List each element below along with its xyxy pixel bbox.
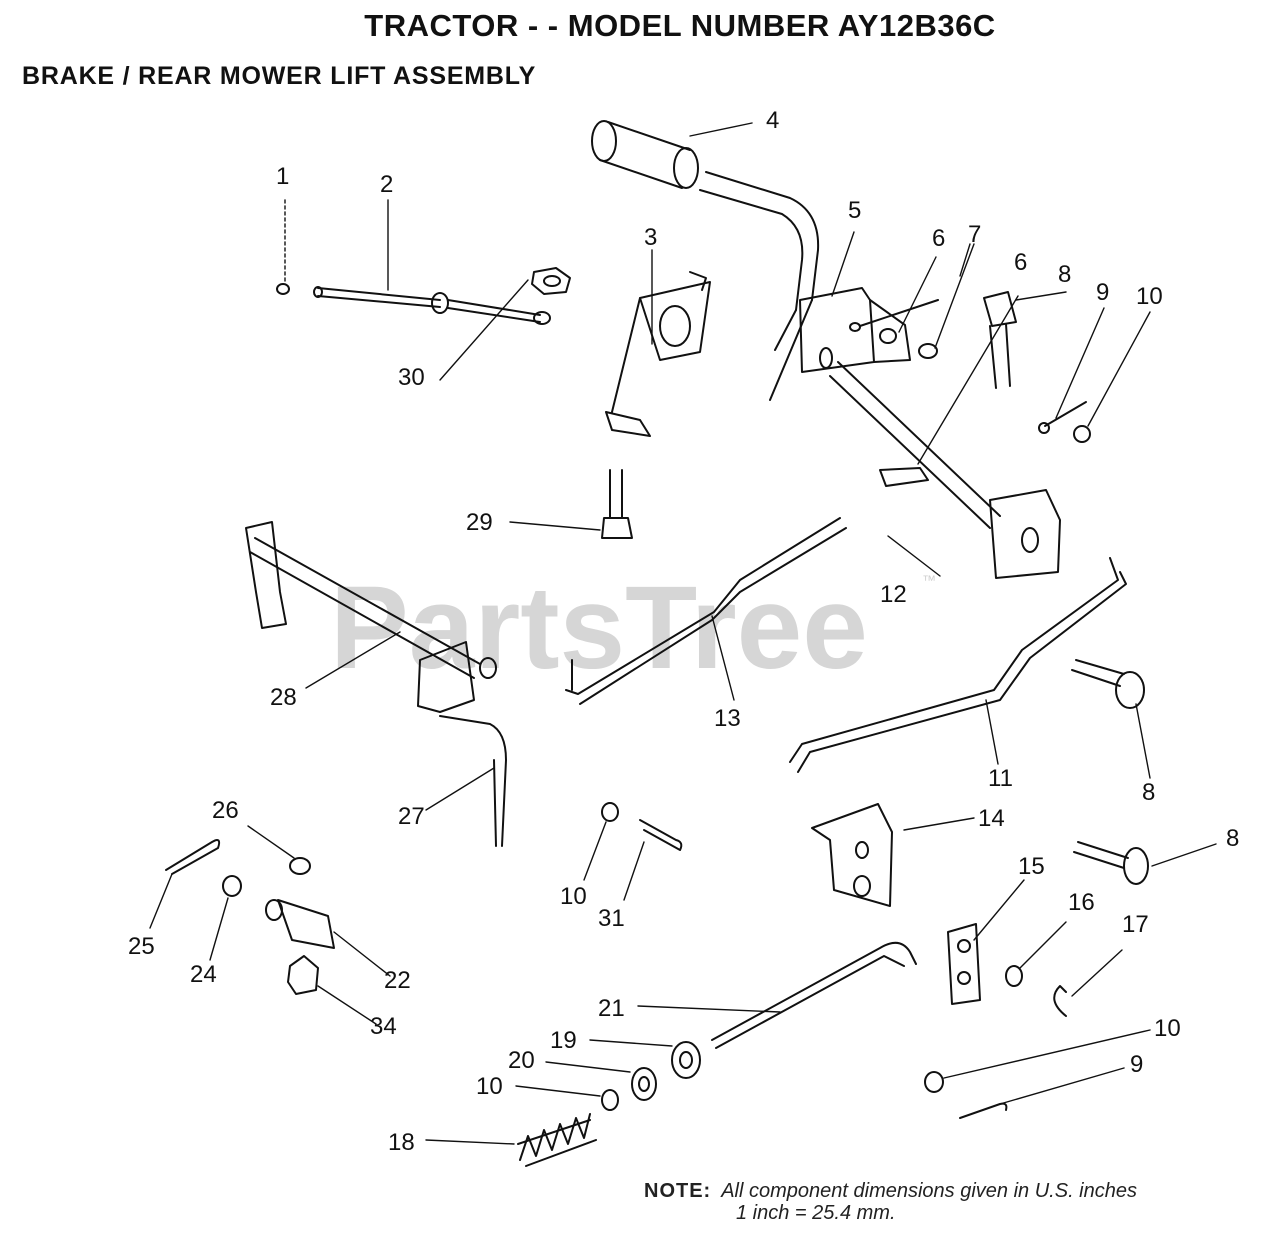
part-34-nut [287,955,319,995]
note-line-1: All component dimensions given in U.S. i… [721,1180,1137,1202]
part-21-rod [711,941,917,1049]
part-11-rod [789,557,1127,773]
part-31-pin [639,819,683,851]
callout-21: 21 [598,995,625,1022]
callout-27: 27 [398,803,425,830]
part-13-rod [565,517,847,705]
callout-5: 5 [848,197,861,224]
callout-28: 28 [270,684,297,711]
callout-4: 4 [766,107,779,134]
part-6-pin [859,299,939,327]
part-16-washer [1005,965,1023,987]
part-19-nut [671,1041,701,1079]
callout-2: 2 [380,171,393,198]
callout-6b: 6 [1014,249,1027,276]
callout-8: 8 [1058,261,1071,288]
part-2-rod [313,286,551,325]
watermark-text: PartsTree [330,562,868,694]
callout-26: 26 [212,797,239,824]
part-3-bracket [605,271,711,437]
callout-6: 6 [932,225,945,252]
note-label: NOTE: [644,1180,712,1202]
part-10-washer [1073,425,1091,443]
part-20-spacer [631,1067,657,1101]
part-9-pin [1044,401,1087,427]
part-27-rod [439,715,507,847]
callouts: 1 2 3 4 5 6 7 6 8 9 10 30 29 12 28 13 11… [128,107,1239,1156]
part-26-nut [289,857,311,875]
callout-16: 16 [1068,889,1095,916]
note-line-2: 1 inch = 25.4 mm. [736,1202,896,1224]
part-24-washer [222,875,242,897]
callout-14: 14 [978,805,1005,832]
callout-1: 1 [276,163,289,190]
part-1-pin [276,283,290,295]
part-9-pin-b [959,1102,1008,1119]
part-30-nut [531,267,571,295]
callout-9b: 9 [1130,1051,1143,1078]
part-8-bolt-b [1071,659,1145,709]
callout-17: 17 [1122,911,1149,938]
part-29-bolt [601,469,633,539]
callout-22: 22 [384,967,411,994]
callout-31: 31 [598,905,625,932]
diagram-title: TRACTOR - - MODEL NUMBER AY12B36C [364,8,996,43]
callout-24: 24 [190,961,217,988]
callout-34: 34 [370,1013,397,1040]
watermark-trademark: ™ [922,572,936,588]
callout-15: 15 [1018,853,1045,880]
callout-12: 12 [880,581,907,608]
part-14-bracket [811,803,893,907]
part-15-plate [947,923,981,1005]
callout-18: 18 [388,1129,415,1156]
part-22-pivot [265,899,335,949]
part-10-washer-d [924,1071,944,1093]
part-18-spring [517,1113,597,1167]
callout-25: 25 [128,933,155,960]
part-17-clip [1053,985,1067,1017]
part-8-bolt [983,291,1017,389]
part-7-washer [879,328,897,344]
callout-8b: 8 [1142,779,1155,806]
callout-8c: 8 [1226,825,1239,852]
callout-10: 10 [1136,283,1163,310]
assembly-subtitle: BRAKE / REAR MOWER LIFT ASSEMBLY [22,62,537,90]
callout-11: 11 [988,765,1013,792]
callout-30: 30 [398,364,425,391]
dimension-note: NOTE: All component dimensions given in U… [644,1180,1137,1224]
callout-10b: 10 [560,883,587,910]
part-5-lever [699,171,911,401]
callout-13: 13 [714,705,741,732]
part-28-shaft [245,521,497,713]
callout-20: 20 [508,1047,535,1074]
callout-7: 7 [968,221,981,248]
part-4-grip [591,120,699,189]
callout-19: 19 [550,1027,577,1054]
callout-3: 3 [644,224,657,251]
callout-10d: 10 [476,1073,503,1100]
part-8-bolt-c [1073,841,1149,885]
part-25-pin [165,839,221,875]
callout-29: 29 [466,509,493,536]
part-10-washer-c [601,1089,619,1111]
part-12-shaft [829,361,1061,579]
callout-10c: 10 [1154,1015,1181,1042]
part-10-washer-b [601,802,619,822]
callout-9: 9 [1096,279,1109,306]
